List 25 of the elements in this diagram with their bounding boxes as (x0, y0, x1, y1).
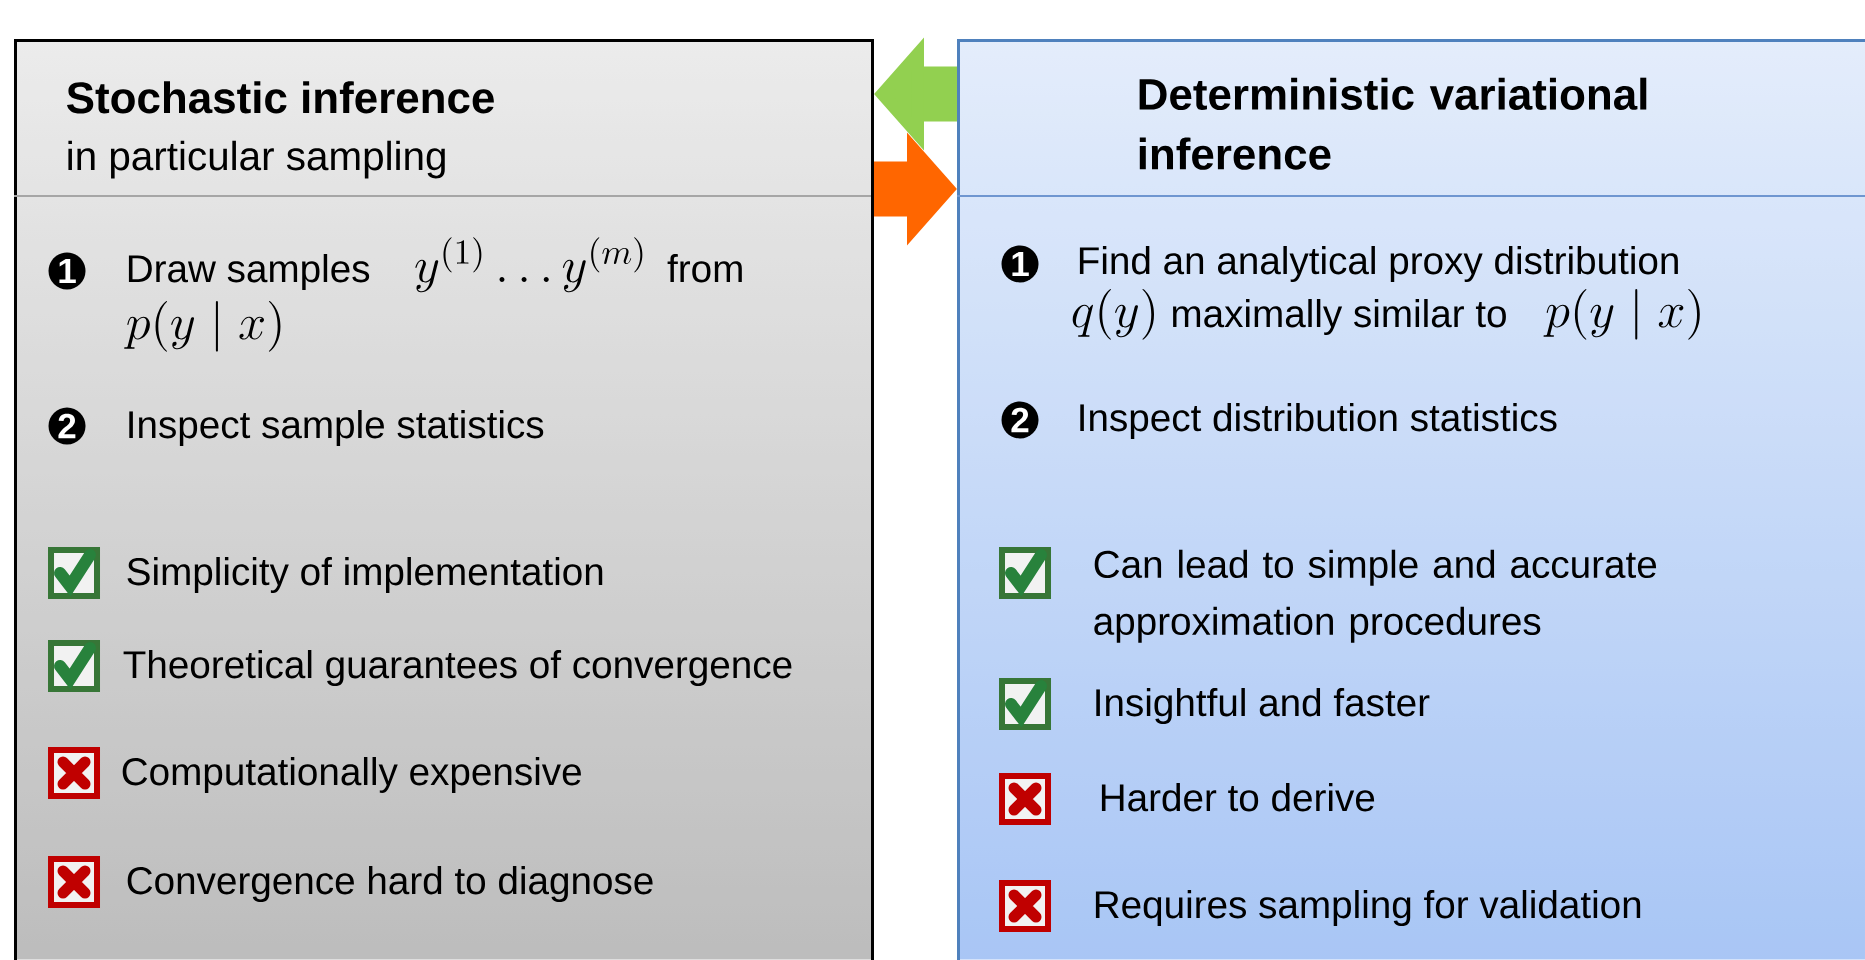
panel-heading: Deterministic variational inference (1139, 77, 1647, 170)
list-item: Computationally expensive (122, 757, 581, 793)
panel-subheading: in particular sampling (68, 140, 445, 179)
formula: $p(y \mid x)$ (124, 301, 281, 352)
formula: $p(y \mid x)$ (1543, 289, 1700, 340)
step-text: Inspect sample statistics (129, 410, 544, 446)
step-number: 2 (1001, 401, 1039, 439)
list-item: Insightful and faster (1096, 688, 1430, 724)
list-item: Can lead to simple and accurate approximation procedures (1094, 549, 1657, 643)
list-item: Convergence hard to diagnose (127, 866, 653, 902)
list-item: Simplicity of implementation (127, 557, 603, 593)
step-text: from (667, 254, 742, 283)
step-text: Find an analytical proxy distribution (1079, 246, 1678, 282)
formula: $y^{(1)} \ldots y^{(m)}$ (415, 237, 643, 293)
step-text: maximally similar to (1173, 299, 1506, 335)
step-text: Inspect distribution statistics (1080, 403, 1557, 439)
formula: $q(y)$ (1072, 289, 1154, 340)
step-number: 1 (1001, 245, 1039, 283)
step-number: 1 (48, 252, 86, 290)
list-item: Harder to derive (1101, 783, 1375, 812)
step-text: Draw samples (128, 254, 370, 290)
panel-heading: Stochastic inference (67, 81, 494, 114)
step-number: 2 (48, 407, 86, 445)
list-item: Theoretical guarantees of convergence (123, 650, 792, 686)
list-item: Requires sampling for validation (1095, 890, 1641, 926)
